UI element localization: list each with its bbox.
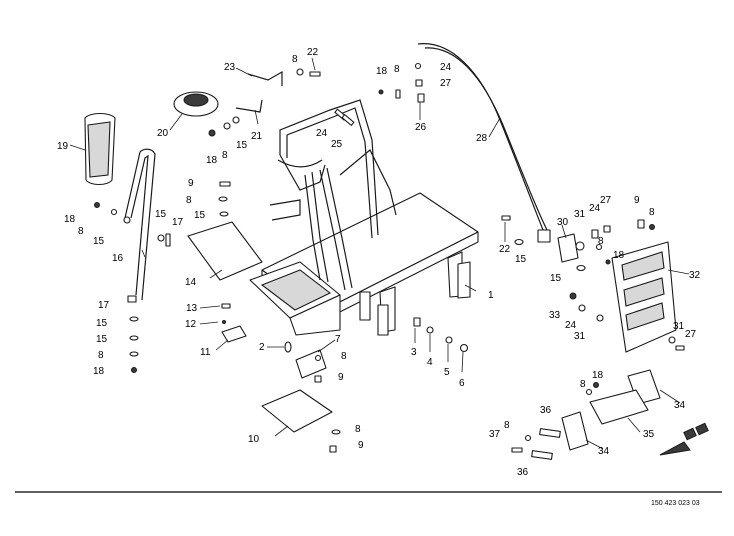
callout: 37 xyxy=(489,429,501,440)
callout: 8 xyxy=(222,150,228,161)
bracket-11 xyxy=(221,325,247,343)
callout: 23 xyxy=(224,62,236,73)
callout: 31 xyxy=(673,321,685,332)
callout: 24 xyxy=(565,320,577,331)
callout: 13 xyxy=(186,303,198,314)
callout: 28 xyxy=(476,133,488,144)
plate-10 xyxy=(261,389,333,433)
callout: 21 xyxy=(251,131,263,142)
callout: 12 xyxy=(185,319,197,330)
plate-14 xyxy=(187,221,263,281)
callout: 8 xyxy=(186,195,192,206)
drawing-number: 150 423 023 03 xyxy=(651,500,700,507)
callout: 15 xyxy=(155,209,167,220)
callout: 11 xyxy=(200,347,211,358)
callout: 31 xyxy=(574,331,586,342)
callout: 8 xyxy=(98,350,104,361)
plate-7 xyxy=(295,349,327,379)
callout: 9 xyxy=(188,178,194,189)
callout: 15 xyxy=(93,236,105,247)
leader-lines xyxy=(69,57,690,450)
callout: 18 xyxy=(206,155,218,166)
callout: 17 xyxy=(98,300,110,311)
callout: 8 xyxy=(78,226,84,237)
callout: 18 xyxy=(592,370,604,381)
callout: 17 xyxy=(172,217,184,228)
handrail-16 xyxy=(124,148,156,301)
callout: 4 xyxy=(427,357,433,368)
callout: 34 xyxy=(598,446,610,457)
handle-23 xyxy=(247,70,283,86)
fasteners xyxy=(94,62,685,453)
callout: 24 xyxy=(440,62,452,73)
callout: 34 xyxy=(674,400,686,411)
callout: 30 xyxy=(557,217,569,228)
callout: 18 xyxy=(64,214,76,225)
callout: 6 xyxy=(459,378,465,389)
callout: 15 xyxy=(194,210,206,221)
callout: 8 xyxy=(580,379,586,390)
callout: 10 xyxy=(248,434,260,445)
callout: 24 xyxy=(316,128,328,139)
mount-30 xyxy=(557,233,579,263)
callout: 8 xyxy=(341,351,347,362)
pad-19 xyxy=(84,112,116,186)
rail-28 xyxy=(417,43,546,236)
callout: 22 xyxy=(307,47,319,58)
callout: 20 xyxy=(157,128,169,139)
callout: 31 xyxy=(574,209,586,220)
callout: 9 xyxy=(634,195,640,206)
main-frame xyxy=(249,192,479,336)
callout: 27 xyxy=(600,195,612,206)
callout: 19 xyxy=(57,141,69,152)
callout: 18 xyxy=(376,66,388,77)
lever-21 xyxy=(235,99,263,113)
callout: 15 xyxy=(515,254,527,265)
callout: 26 xyxy=(415,122,427,133)
callout: 22 xyxy=(499,244,511,255)
callout: 24 xyxy=(589,203,601,214)
callout: 8 xyxy=(649,207,655,218)
callout-labels: 22 8 23 18 8 24 27 20 21 26 24 25 18 8 1… xyxy=(57,47,701,478)
callout: 32 xyxy=(689,270,701,281)
callout: 9 xyxy=(358,440,364,451)
callout: 15 xyxy=(236,140,248,151)
cover-34b xyxy=(561,411,589,451)
callout: 15 xyxy=(550,273,562,284)
callout: 5 xyxy=(444,367,450,378)
callout: 16 xyxy=(112,253,124,264)
callout: 8 xyxy=(504,420,510,431)
ladder-32 xyxy=(611,241,677,353)
tread-35 xyxy=(589,389,649,425)
callout: 27 xyxy=(685,329,697,340)
callout: 35 xyxy=(643,429,655,440)
callout: 9 xyxy=(338,372,344,383)
callout: 3 xyxy=(411,347,417,358)
callout: 36 xyxy=(517,467,529,478)
callout: 7 xyxy=(335,334,341,345)
light-20 xyxy=(173,91,219,117)
callout: 2 xyxy=(259,342,265,353)
callout: 1 xyxy=(488,290,494,301)
callout: 15 xyxy=(96,334,108,345)
callout: 15 xyxy=(96,318,108,329)
callout: 25 xyxy=(331,139,343,150)
callout: 18 xyxy=(93,366,105,377)
callout: 18 xyxy=(613,250,625,261)
direction-arrow-icon xyxy=(659,422,709,456)
callout: 36 xyxy=(540,405,552,416)
callout: 8 xyxy=(394,64,400,75)
callout: 14 xyxy=(185,277,197,288)
callout: 27 xyxy=(440,78,452,89)
callout: 8 xyxy=(292,54,298,65)
handle-frame xyxy=(269,99,397,291)
callout: 8 xyxy=(355,424,361,435)
callout: 33 xyxy=(549,310,561,321)
callout: 8 xyxy=(598,236,604,247)
